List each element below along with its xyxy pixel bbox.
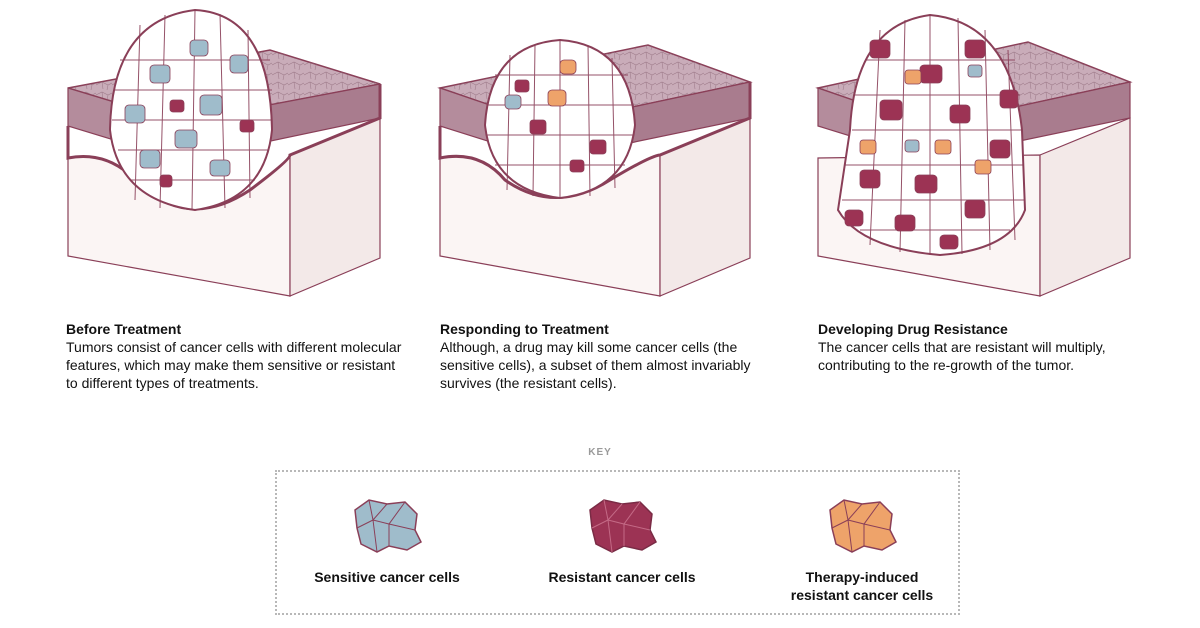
key-box: Sensitive cancer cells Resistant cancer … [275, 470, 960, 615]
tumor [838, 15, 1025, 255]
panel-responding-illustration [440, 40, 750, 296]
key-label: KEY [560, 447, 640, 458]
panel-before-illustration [68, 10, 380, 296]
key-item-therapy-induced: Therapy-induced resistant cancer cells [777, 568, 947, 604]
key-item-sensitive: Sensitive cancer cells [292, 568, 482, 586]
panel-title: Responding to Treatment [440, 320, 780, 338]
panel-description: Although, a drug may kill some cancer ce… [440, 338, 780, 392]
panel-before: Before Treatment Tumors consist of cance… [66, 320, 406, 392]
panel-description: Tumors consist of cancer cells with diff… [66, 338, 406, 392]
panel-title: Before Treatment [66, 320, 406, 338]
tumor [485, 40, 635, 198]
panel-title: Developing Drug Resistance [818, 320, 1158, 338]
panel-resistance-illustration [818, 15, 1130, 296]
panel-description: The cancer cells that are resistant will… [818, 338, 1158, 374]
key-item-resistant: Resistant cancer cells [527, 568, 717, 586]
panel-responding: Responding to Treatment Although, a drug… [440, 320, 780, 392]
tumor [110, 10, 272, 210]
panel-resistance: Developing Drug Resistance The cancer ce… [818, 320, 1158, 374]
